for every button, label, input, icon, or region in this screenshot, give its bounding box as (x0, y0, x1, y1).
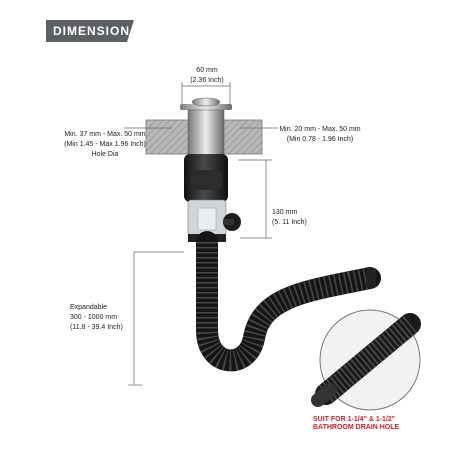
left-range-in: (Min 1.45 - Max 1.96 Inch) (64, 141, 146, 148)
callout-inset (311, 309, 421, 411)
left-note: Hole Dia (91, 151, 119, 158)
left-range-mm: Min. 37 mm - Max. 50 mm (64, 131, 146, 138)
expand-in: (11.8 - 39.4 Inch) (70, 324, 123, 331)
drain-hole-callout: SUIT FOR 1-1/4" & 1-1/2" BATHROOM DRAIN … (313, 416, 399, 432)
left-range-label: Min. 37 mm - Max. 50 mm (Min 1.45 - Max … (52, 130, 158, 160)
height-in: (5. 11 Inch) (272, 219, 307, 226)
right-range-mm: Min. 20 mm - Max. 50 mm (279, 126, 361, 133)
banner-title: DIMENSION (53, 24, 131, 38)
dimension-banner: DIMENSION (46, 20, 134, 42)
dimension-lines (124, 82, 278, 386)
expand-title: Expandable (70, 304, 107, 311)
height-mm: 130 mm (272, 209, 298, 216)
callout-line2: BATHROOM DRAIN HOLE (313, 424, 400, 431)
pop-up-drain (180, 97, 241, 242)
callout-line1: SUIT FOR 1-1/4" & 1-1/2" (313, 416, 396, 423)
right-range-in: (Min 0.78 - 1.96 Inch) (286, 136, 354, 143)
height-label: 130 mm (5. 11 Inch) (272, 208, 307, 228)
right-range-label: Min. 20 mm - Max. 50 mm (Min 0.78 - 1.96… (268, 125, 372, 145)
top-width-mm: 60 mm (196, 67, 218, 74)
top-width-in: (2.36 Inch) (190, 77, 224, 84)
expand-mm: 300 - 1000 mm (70, 314, 118, 321)
top-width-label: 60 mm (2.36 Inch) (180, 66, 234, 86)
expandable-label: Expandable 300 - 1000 mm (11.8 - 39.4 In… (70, 303, 123, 333)
